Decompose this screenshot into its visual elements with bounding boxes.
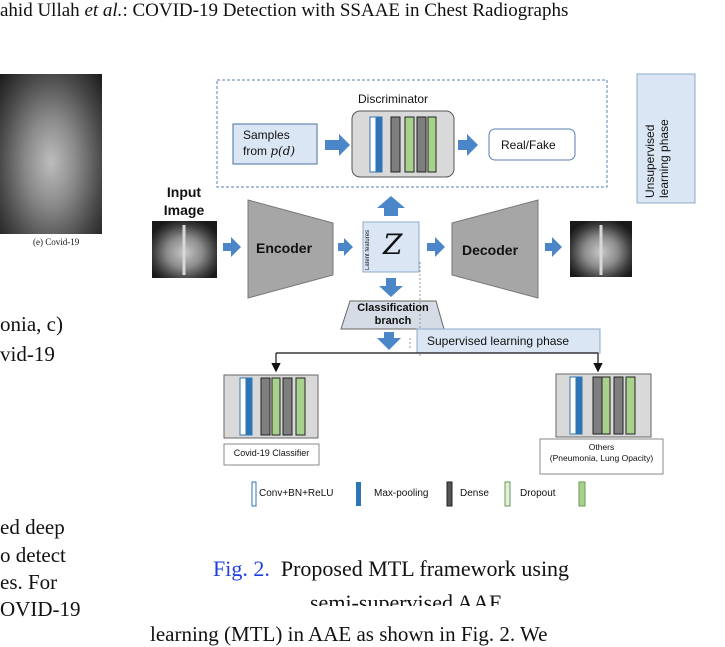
z-symbol: Z bbox=[383, 228, 403, 261]
arrow-z-down bbox=[379, 278, 403, 297]
running-header: ahid Ullah et al.: COVID-19 Detection wi… bbox=[0, 0, 568, 22]
input-image-label: Input Image bbox=[163, 184, 205, 218]
discriminator-title: Discriminator bbox=[358, 92, 429, 106]
latent-z-box bbox=[362, 221, 420, 273]
legend-conv: Conv+BN+ReLU bbox=[259, 488, 334, 499]
discriminator-region bbox=[216, 79, 608, 188]
left-text-line-4: o detect bbox=[0, 543, 66, 567]
covid-xray-thumbnail bbox=[0, 74, 102, 234]
others-label-box bbox=[539, 438, 664, 475]
arrow-decoder-to-output bbox=[545, 237, 562, 257]
left-text-line-1: onia, c) bbox=[0, 312, 63, 336]
real-fake-label: Real/Fake bbox=[501, 138, 556, 152]
supervised-phase-box bbox=[416, 328, 601, 354]
classification-branch-label: Classification branch bbox=[357, 302, 429, 327]
caption-text-line-2: semi-supervised AAE bbox=[310, 590, 503, 606]
others-label: Others (Pneumonia, Lung Opacity) bbox=[540, 442, 663, 464]
decoder-block bbox=[451, 199, 539, 299]
left-text-line-5: es. For bbox=[0, 570, 58, 594]
arrow-disc-to-realfake bbox=[458, 134, 478, 156]
encoder-label: Encoder bbox=[256, 240, 313, 256]
others-subtitle: (Pneumonia, Lung Opacity) bbox=[549, 453, 654, 463]
unsupervised-phase-box bbox=[636, 73, 696, 204]
running-head-authors: ahid Ullah bbox=[0, 0, 85, 21]
figure-caption: Fig. 2. Proposed MTL framework using bbox=[213, 556, 569, 582]
arrow-z-up bbox=[377, 196, 405, 216]
supervised-phase-label: Supervised learning phase bbox=[427, 334, 570, 348]
left-text-line-6: OVID-19 bbox=[0, 597, 81, 621]
discriminator-network bbox=[351, 110, 455, 178]
samples-label: Samples from p(d) bbox=[243, 128, 296, 158]
covid-classifier-label: Covid-19 Classifier bbox=[233, 448, 310, 458]
caption-text: Proposed MTL framework using bbox=[280, 556, 570, 581]
left-text-line-3: ed deep bbox=[0, 515, 65, 539]
body-text-bottom: learning (MTL) in AAE as shown in Fig. 2… bbox=[150, 622, 548, 646]
arrow-input-to-encoder bbox=[223, 237, 241, 257]
running-head-title: : COVID-19 Detection with SSAAE in Chest… bbox=[122, 0, 569, 21]
left-text-line-2: vid-19 bbox=[0, 342, 55, 366]
others-title: Others bbox=[588, 442, 615, 452]
arrow-z-to-decoder bbox=[427, 237, 445, 257]
latent-features-label: Latent features bbox=[365, 229, 371, 270]
legend-dropout: Dropout bbox=[520, 488, 556, 499]
arrow-samples-to-disc bbox=[325, 134, 350, 156]
figure-label[interactable]: Fig. 2. bbox=[213, 556, 270, 581]
legend-maxpool: Max-pooling bbox=[374, 488, 429, 499]
encoder-block bbox=[247, 199, 334, 299]
arrow-classification-down bbox=[377, 332, 401, 350]
et-al: et al. bbox=[84, 0, 123, 21]
real-fake-box bbox=[488, 128, 576, 161]
samples-box bbox=[232, 123, 318, 165]
covid-classifier-label-box bbox=[223, 443, 320, 466]
legend-dense: Dense bbox=[460, 488, 489, 499]
unsupervised-phase-label: Unsupervised learning phase bbox=[643, 119, 671, 198]
arrow-encoder-to-z bbox=[338, 238, 353, 256]
decoder-label: Decoder bbox=[462, 242, 519, 258]
subfig-label: (e) Covid-19 bbox=[33, 237, 80, 247]
